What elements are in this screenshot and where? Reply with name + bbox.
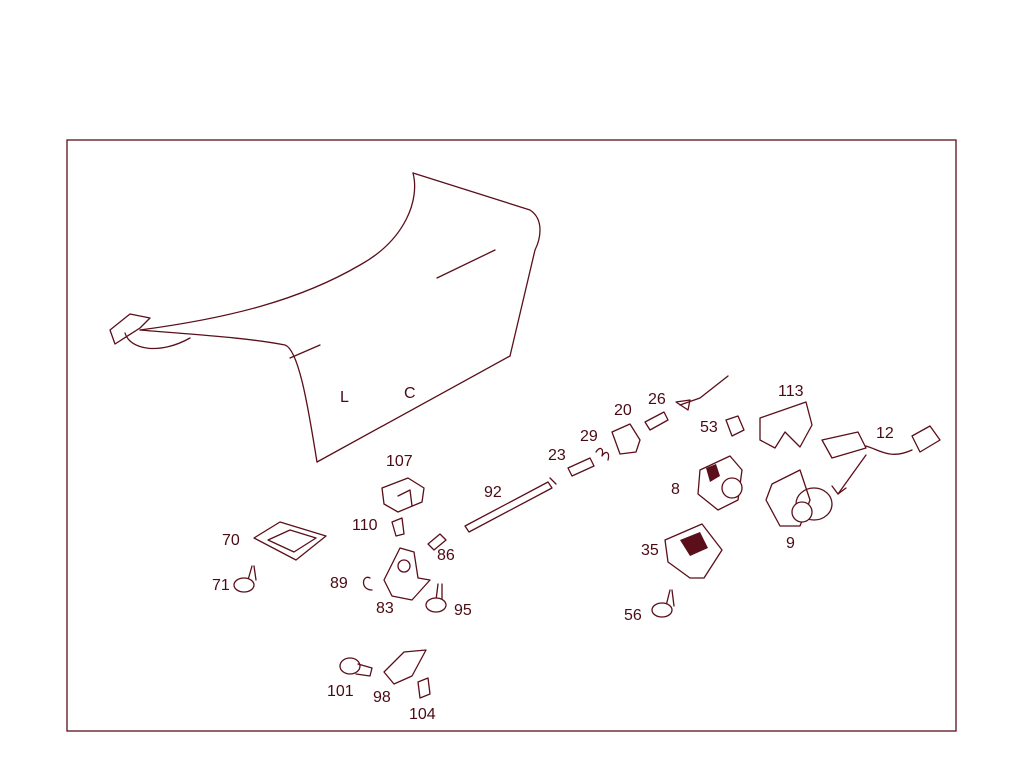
callout-86: 86	[437, 547, 455, 564]
callout-26: 26	[648, 391, 666, 408]
trunk-lid: L C	[109, 172, 541, 463]
callout-83: 83	[376, 600, 394, 617]
callout-23: 23	[548, 447, 566, 464]
fastener-110	[391, 517, 405, 537]
diagram-frame	[66, 139, 957, 732]
cap-107	[381, 477, 425, 513]
lid-mark-l: L	[340, 389, 349, 406]
bolt-95	[425, 583, 447, 613]
bolt-71	[233, 565, 257, 593]
bracket-98	[383, 649, 427, 685]
bolt-101	[339, 657, 373, 677]
pad-70	[253, 521, 327, 561]
callout-92: 92	[484, 484, 502, 501]
lock-8	[697, 455, 743, 511]
callout-107: 107	[386, 453, 413, 470]
nut-104	[417, 677, 431, 699]
callout-110: 110	[352, 517, 378, 534]
callout-113: 113	[778, 383, 804, 400]
rod-end-23	[567, 457, 595, 477]
callout-104: 104	[409, 706, 436, 723]
callout-98: 98	[373, 689, 391, 706]
lock-cylinder-9	[765, 469, 833, 527]
callout-89: 89	[330, 575, 348, 592]
bolt-56	[651, 589, 675, 618]
callout-101: 101	[327, 683, 354, 700]
callout-71: 71	[212, 577, 230, 594]
callout-9: 9	[786, 535, 795, 552]
rod-92	[464, 481, 553, 533]
cover-113	[759, 401, 813, 449]
clip-89	[362, 576, 373, 591]
callout-20: 20	[614, 402, 632, 419]
callout-56: 56	[624, 607, 642, 624]
clip-53	[725, 415, 745, 437]
bracket-20	[611, 423, 641, 455]
lid-mark-c: C	[404, 385, 416, 402]
callout-12: 12	[876, 425, 894, 442]
pin-26	[644, 411, 669, 431]
callout-29: 29	[580, 428, 598, 445]
hinge-83	[383, 547, 431, 601]
cable-26	[679, 375, 729, 406]
latch-35	[664, 523, 723, 579]
fastener-86	[427, 533, 447, 551]
callout-35: 35	[641, 542, 659, 559]
spring-29	[595, 447, 610, 461]
callout-95: 95	[454, 602, 472, 619]
callout-8: 8	[671, 481, 680, 498]
callout-70: 70	[222, 532, 240, 549]
callout-53: 53	[700, 419, 718, 436]
switch-12	[821, 425, 941, 495]
